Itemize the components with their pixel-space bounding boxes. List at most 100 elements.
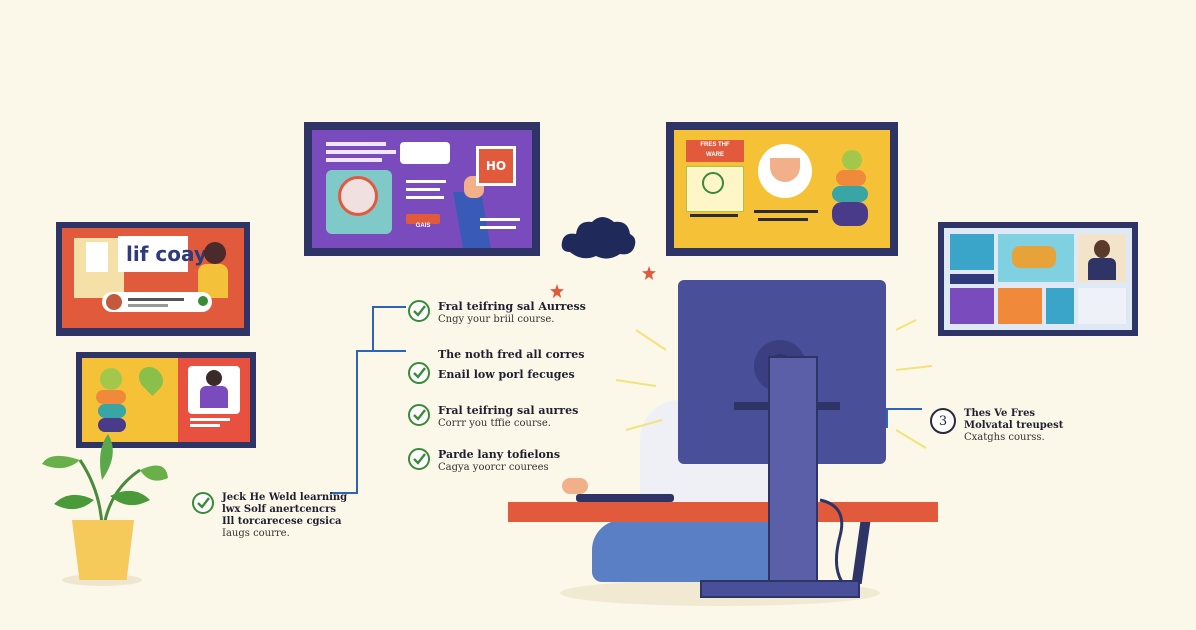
speech-bubble (400, 142, 450, 164)
header-text-line (326, 142, 386, 146)
person-head (206, 370, 222, 386)
checklist-title: The noth fred all corres (438, 348, 585, 361)
person-shirt (200, 386, 228, 408)
connector-mid (356, 350, 406, 352)
checklist-title: Parde lany tofielons (438, 448, 561, 461)
callout-line-2: lwx Solf anertcencrs (222, 504, 337, 515)
action-button-label: GAIS (415, 223, 431, 229)
image-circle (338, 176, 378, 216)
pill-text-line-2 (128, 304, 168, 307)
tag-line-1: FRES THF (700, 142, 730, 148)
ho-badge-label: HO (485, 159, 507, 173)
pill-dot (198, 296, 208, 306)
tag-box: FRES THF WARE (686, 140, 744, 162)
left-callout[interactable]: Jeck He Weld learning lwx Solf anertcenc… (192, 492, 347, 540)
header-text-line-2 (326, 150, 396, 154)
course-panel-right[interactable] (938, 222, 1138, 336)
tile-purple (950, 288, 994, 324)
stack-shape-2 (836, 170, 866, 186)
plant-pot (72, 520, 134, 580)
footer-line (480, 218, 520, 221)
desk-top (508, 502, 938, 522)
monitor-stand (768, 356, 818, 582)
content-line-3 (406, 196, 444, 199)
keyboard[interactable] (576, 494, 674, 502)
person-hand (562, 478, 588, 494)
callout-line-4: Iaugs courre. (222, 528, 290, 539)
callout-line-1: Thes Ve Fres (964, 408, 1036, 419)
check-icon (408, 300, 430, 322)
content-line-2 (754, 210, 818, 213)
callout-line-1: Jeck He Weld learning (222, 492, 348, 503)
course-panel-center[interactable]: GAIS HO (304, 122, 540, 256)
check-icon (408, 404, 430, 426)
pill-text-line (128, 298, 184, 301)
cloud-icon (561, 217, 636, 259)
stack-shape-1 (100, 368, 122, 390)
headline-box (118, 236, 188, 272)
ho-badge: HO (476, 146, 516, 186)
content-line (406, 180, 446, 183)
stack-shape-4 (98, 418, 126, 432)
plant-leaves-icon (42, 434, 168, 527)
tile-blue (950, 274, 994, 284)
check-icon (408, 362, 430, 384)
connector-right-down (886, 408, 888, 428)
header-text-line-3 (326, 158, 382, 162)
connector-right (886, 408, 922, 410)
checklist-item: The noth fred all corres (438, 348, 584, 361)
check-icon (408, 448, 430, 470)
hands-icon (770, 158, 800, 182)
checklist-title: Fral teifring sal aurres (438, 404, 579, 417)
action-button[interactable]: GAIS (406, 214, 440, 229)
tile-light (1078, 288, 1126, 324)
avatar (106, 294, 122, 310)
stack-shape-3 (832, 186, 868, 202)
person-illustration (204, 242, 226, 264)
tile-teal (950, 234, 994, 270)
right-callout[interactable]: 3 Thes Ve Fres Molvatal treupest Cxatghs… (930, 408, 1063, 444)
footer-line-2 (480, 226, 516, 229)
person-legs (592, 520, 802, 582)
power-cable (819, 498, 844, 583)
connector-bottom (330, 492, 358, 494)
card-white-box (86, 242, 108, 272)
callout-line-3: Cxatghs courss. (964, 432, 1045, 443)
tile-orange (998, 288, 1042, 324)
robot-icon (702, 172, 724, 194)
tag-line-2: WARE (706, 152, 724, 158)
checklist-subtitle: Cngy your briil course. (438, 314, 555, 325)
stack-shape-3 (98, 404, 126, 418)
callout-line-3: Ill torcarecese cgsica (222, 516, 342, 527)
tile-teal-2 (1046, 288, 1074, 324)
portrait-head (1094, 240, 1110, 258)
checklist-item[interactable]: Enail low porl fecuges (408, 362, 575, 384)
check-icon (192, 492, 214, 514)
checklist-title: Fral teifring sal Aurress (438, 300, 586, 313)
connector-vertical (372, 306, 374, 350)
checklist-title: Enail low porl fecuges (438, 368, 575, 381)
panel-headline: lif coay (126, 242, 207, 266)
animal-shape (1012, 246, 1056, 268)
course-panel-left-top[interactable]: lif coay (56, 222, 250, 336)
card-line-2 (190, 424, 220, 427)
course-panel-right-top[interactable]: FRES THF WARE (666, 122, 898, 256)
glow-rays (615, 319, 933, 449)
step-number-badge: 3 (930, 408, 956, 434)
content-line-3 (758, 218, 808, 221)
connector-top (372, 306, 406, 308)
portrait-body (1088, 258, 1116, 280)
course-panel-left-middle[interactable] (76, 352, 256, 448)
stack-shape-4 (832, 202, 868, 226)
step-number: 3 (938, 413, 948, 429)
content-line-2 (406, 188, 440, 191)
card-line (190, 418, 230, 421)
stack-shape-1 (842, 150, 862, 170)
connector-down (356, 350, 358, 492)
callout-line-2: Molvatal treupest (964, 420, 1064, 431)
star-icon-2 (642, 266, 656, 280)
star-icon (550, 284, 564, 298)
